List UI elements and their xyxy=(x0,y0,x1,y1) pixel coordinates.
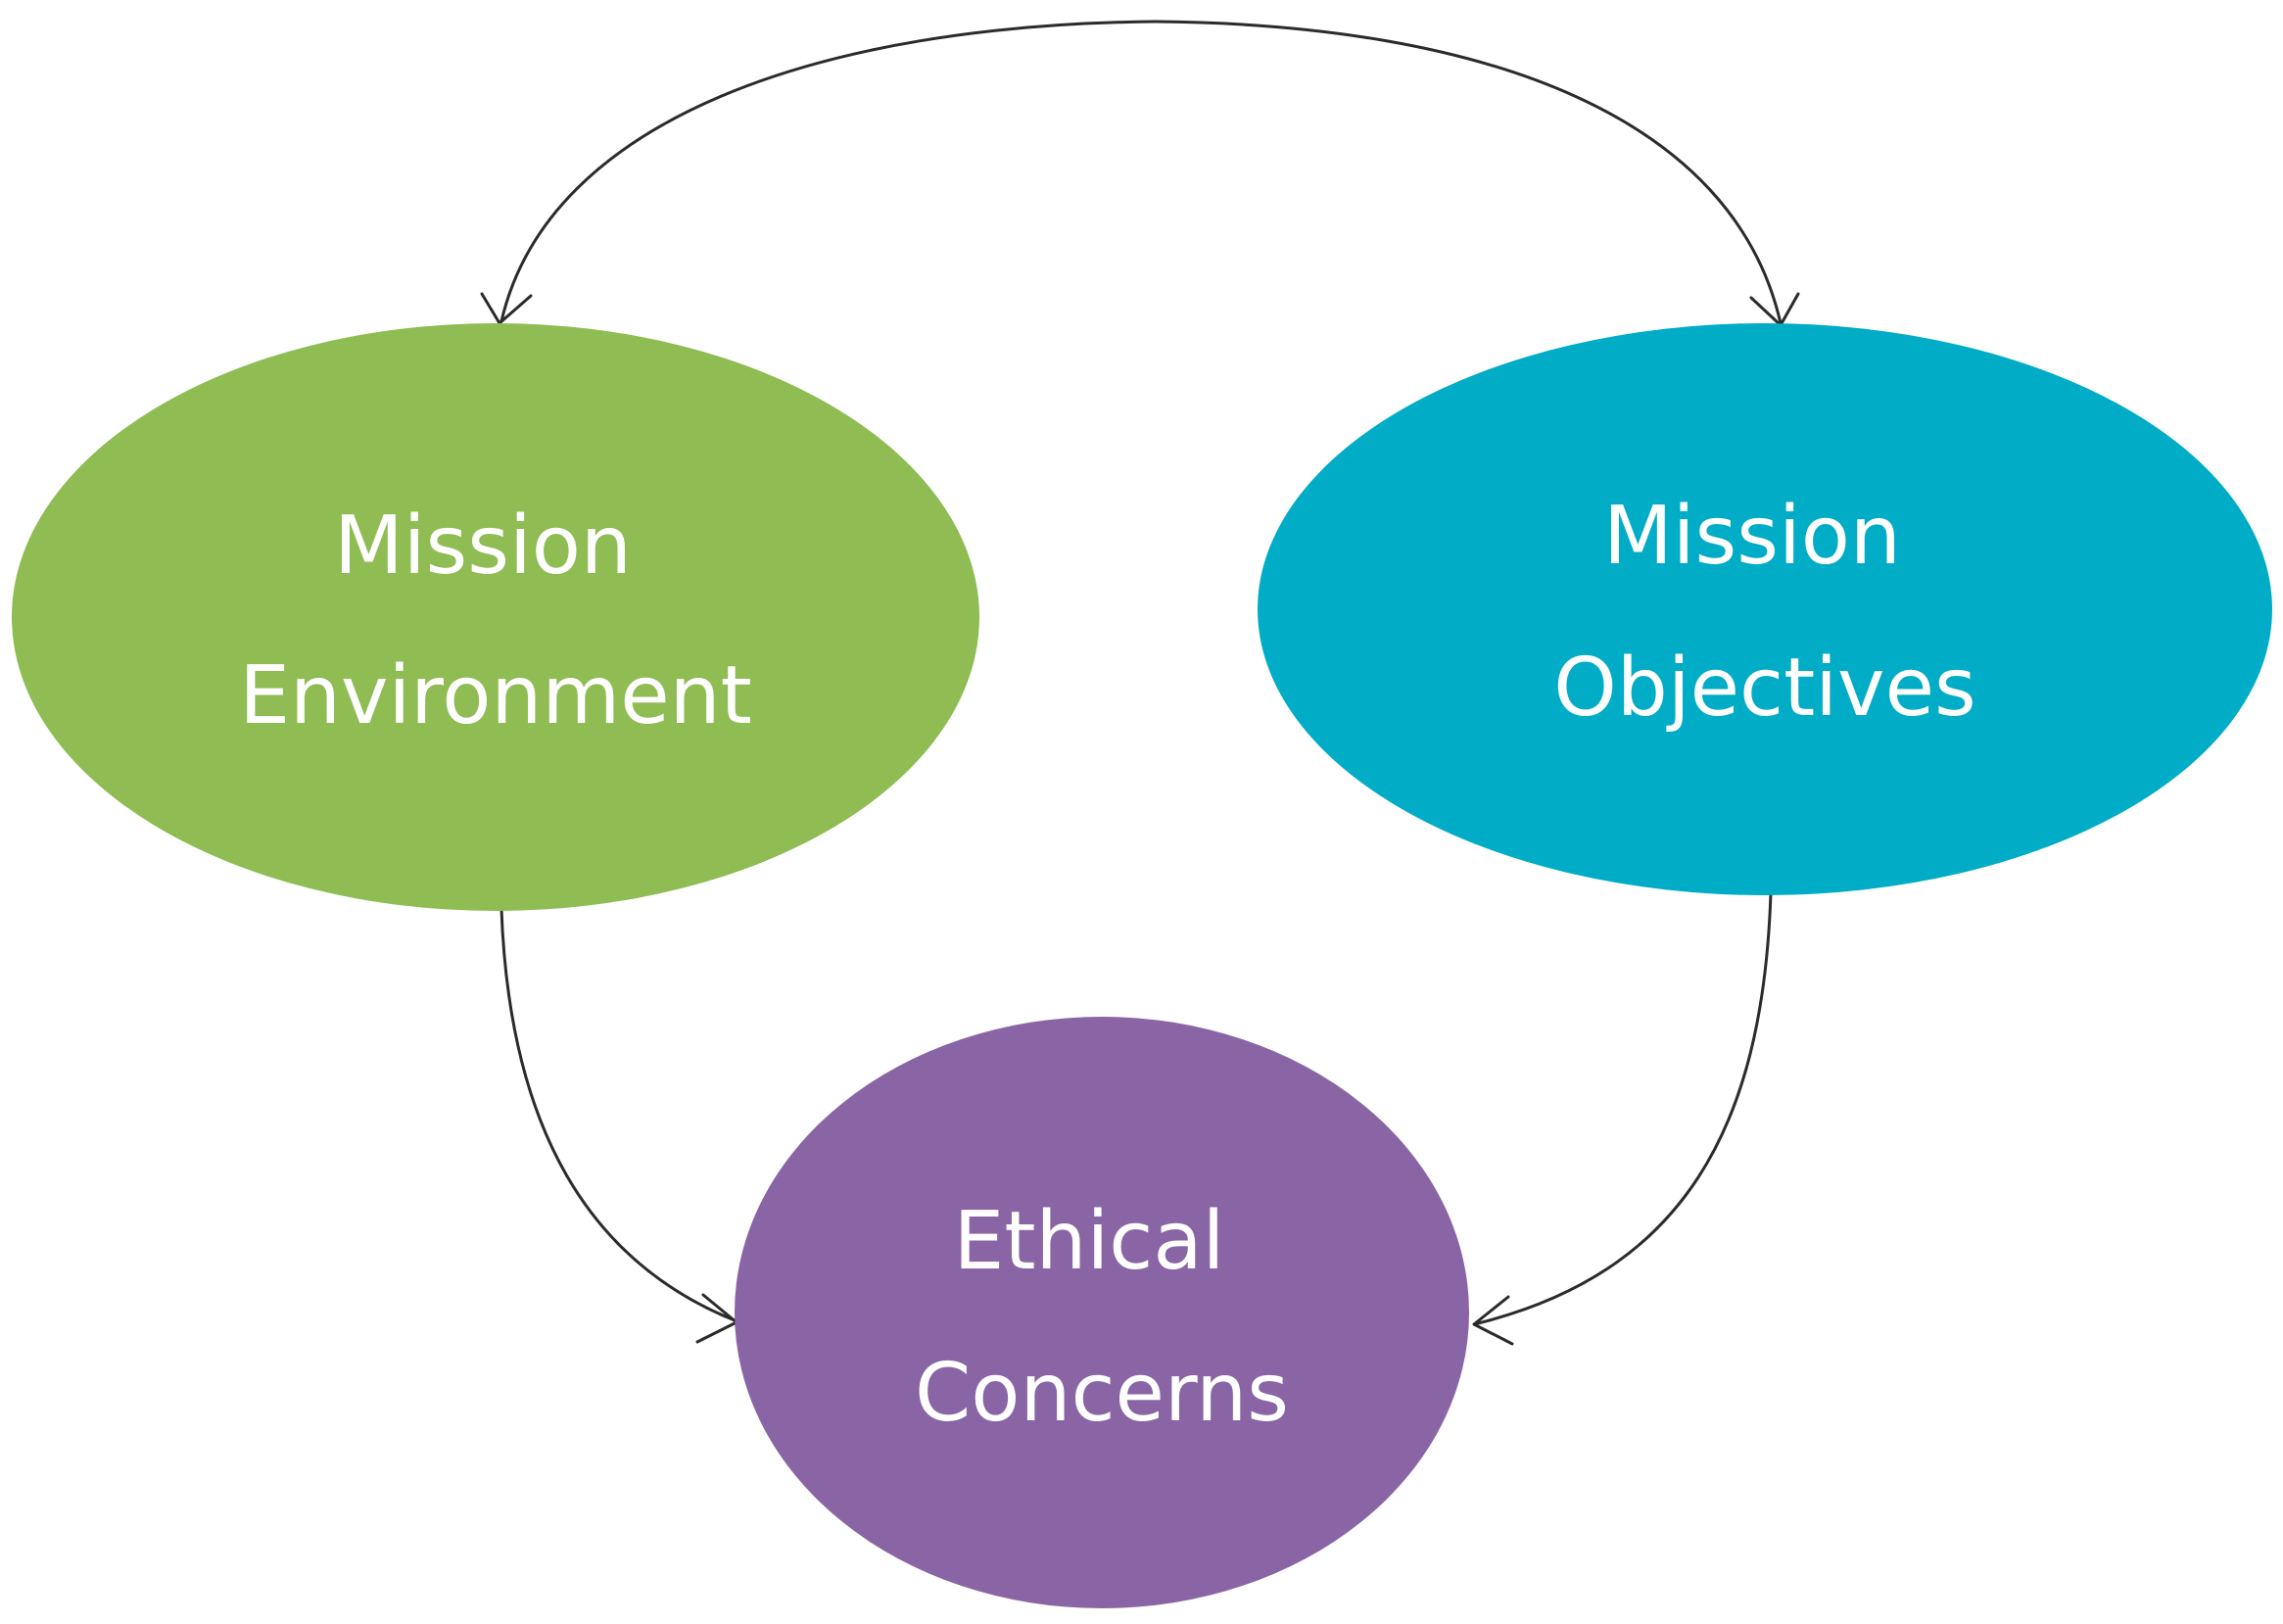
node-mission-environment-shape xyxy=(12,323,979,911)
node-ethical-concerns: Ethical Concerns xyxy=(735,1017,1469,1608)
node-ethical-concerns-line-2: Concerns xyxy=(915,1347,1289,1440)
node-mission-objectives-line-1: Mission xyxy=(1603,490,1901,583)
node-mission-environment-line-1: Mission xyxy=(334,500,632,593)
arrowhead-into-ethical-left xyxy=(695,1293,738,1344)
arrowhead-into-ethical-right xyxy=(1472,1295,1514,1346)
arrowhead-into-environment xyxy=(480,292,533,325)
svg-text:Mission Environment: Mission Environment xyxy=(239,500,752,742)
node-mission-objectives: Mission Objectives xyxy=(1258,323,2272,895)
node-mission-objectives-line-2: Objectives xyxy=(1553,642,1976,735)
connector-environment-objectives xyxy=(499,20,1783,324)
svg-text:Mission Objectives: Mission Objectives xyxy=(1553,490,1976,735)
node-mission-environment-line-2: Environment xyxy=(239,649,752,742)
node-mission-environment: Mission Environment xyxy=(12,323,979,911)
svg-text:Ethical Concerns: Ethical Concerns xyxy=(915,1195,1289,1440)
node-ethical-concerns-line-1: Ethical xyxy=(954,1195,1225,1288)
node-mission-objectives-shape xyxy=(1258,323,2272,895)
node-ethical-concerns-shape xyxy=(735,1017,1469,1608)
connector-objectives-ethical xyxy=(1473,892,1773,1326)
connector-environment-ethical xyxy=(499,908,740,1324)
